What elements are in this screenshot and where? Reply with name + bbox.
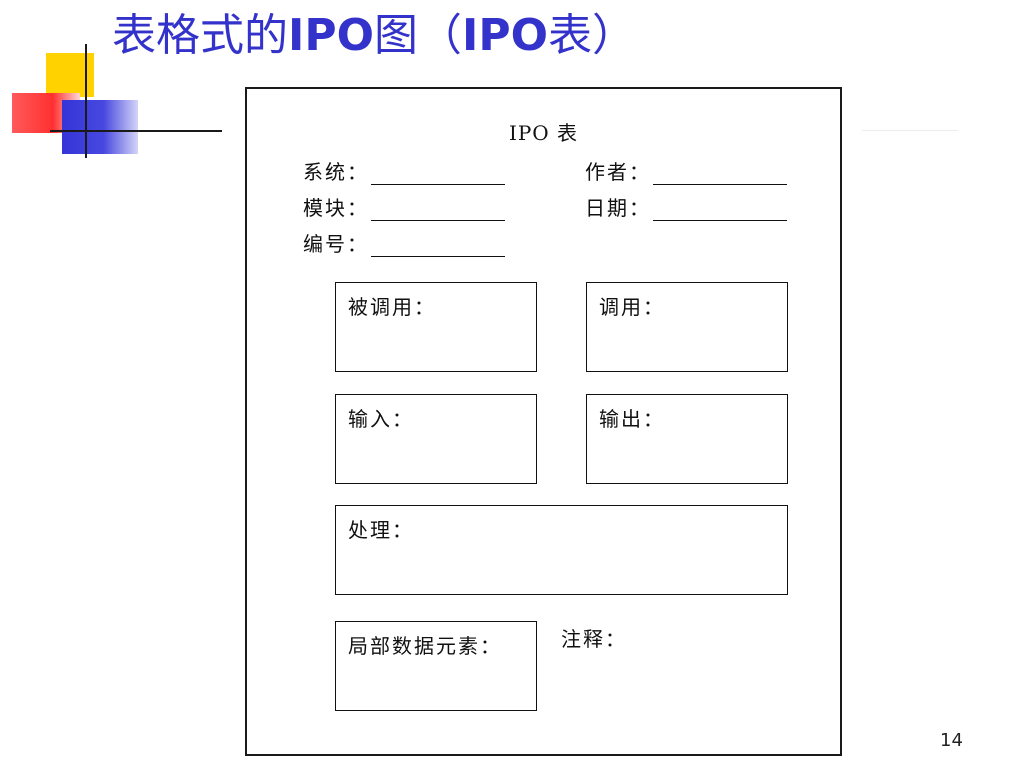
- ipo-form: IPO 表 系统： 作者： 模块： 日期： 编号： 被调用： 调用： 输入：: [245, 87, 842, 756]
- field-number-label: 编号：: [303, 232, 369, 256]
- decor-vertical-line: [85, 44, 87, 158]
- box-input-label: 输入：: [348, 407, 414, 431]
- field-number-line: [371, 232, 505, 257]
- title-prefix: 表格式的: [112, 10, 288, 61]
- field-author-line: [653, 160, 787, 185]
- box-called-by-label: 被调用：: [348, 295, 436, 319]
- field-number: 编号：: [303, 231, 505, 257]
- box-calls-label: 调用：: [599, 295, 665, 319]
- box-called-by: 被调用：: [335, 282, 537, 372]
- field-author: 作者：: [585, 159, 787, 185]
- field-system-label: 系统：: [303, 160, 369, 184]
- title-mid: 图（: [374, 10, 463, 61]
- field-module: 模块：: [303, 195, 505, 221]
- title-suffix: 表）: [548, 10, 637, 61]
- box-output-label: 输出：: [599, 407, 665, 431]
- slide-title: 表格式的IPO图（IPO表）: [112, 6, 636, 66]
- field-system: 系统：: [303, 159, 505, 185]
- title-latin-2: IPO: [462, 10, 549, 61]
- field-date: 日期：: [585, 195, 787, 221]
- title-latin-1: IPO: [288, 10, 375, 61]
- decor-horizontal-line: [50, 130, 222, 132]
- field-module-line: [371, 196, 505, 221]
- box-local-data: 局部数据元素：: [335, 621, 537, 711]
- field-author-label: 作者：: [585, 160, 651, 184]
- note-label: 注释：: [561, 627, 627, 651]
- box-process: 处理：: [335, 505, 788, 595]
- decor-faint-line: [862, 130, 958, 131]
- field-date-label: 日期：: [585, 196, 651, 220]
- decor-blue-bar: [62, 100, 138, 154]
- field-system-line: [371, 160, 505, 185]
- box-input: 输入：: [335, 394, 537, 484]
- field-date-line: [653, 196, 787, 221]
- page-number: 14: [940, 730, 963, 751]
- box-output: 输出：: [586, 394, 788, 484]
- form-title: IPO 表: [508, 121, 579, 145]
- field-module-label: 模块：: [303, 196, 369, 220]
- box-local-data-label: 局部数据元素：: [348, 634, 502, 658]
- box-calls: 调用：: [586, 282, 788, 372]
- box-process-label: 处理：: [348, 518, 414, 542]
